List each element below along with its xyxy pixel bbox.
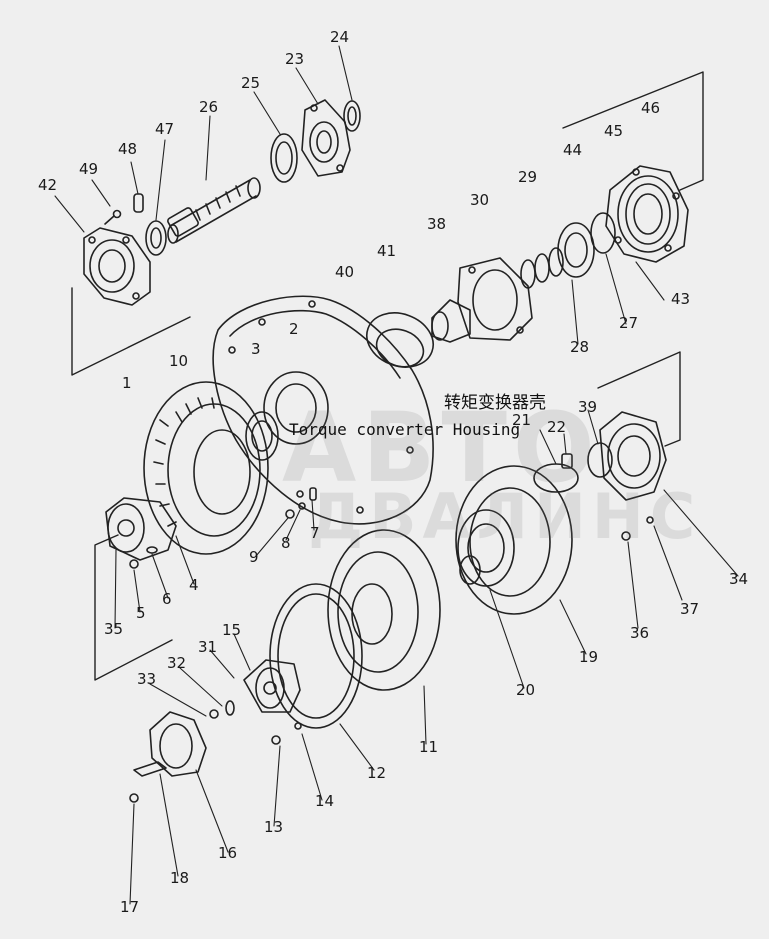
callout-14: 14 <box>315 792 335 810</box>
callout-19: 19 <box>579 648 599 666</box>
callout-4: 4 <box>189 576 199 594</box>
part-23-flange <box>301 99 351 177</box>
part-27-snap-ring <box>590 212 616 254</box>
diagram-title-chinese: 转矩变换器壳 <box>444 393 546 413</box>
part-3-gasket <box>245 411 279 461</box>
callout-35: 35 <box>104 620 124 638</box>
callout-33: 33 <box>137 670 157 688</box>
callout-42: 42 <box>38 176 58 194</box>
callout-28: 28 <box>570 338 590 356</box>
callout-25: 25 <box>241 74 261 92</box>
part-30-ring-stack <box>520 247 564 289</box>
part-20-stator-core <box>457 509 515 587</box>
callout-31: 31 <box>198 638 218 656</box>
callout-2: 2 <box>289 320 299 338</box>
part-46-cover <box>605 165 689 263</box>
part-15-hub <box>243 659 301 713</box>
part-22-pin <box>561 453 573 469</box>
part-34-bracket <box>599 411 667 501</box>
part-1-impeller <box>143 381 269 555</box>
part-48-washer <box>133 193 144 213</box>
part-12-ring-gear <box>269 583 363 729</box>
callout-15: 15 <box>222 621 242 639</box>
callout-24: 24 <box>330 28 350 46</box>
part-39-ring <box>587 442 613 478</box>
callout-22: 22 <box>547 418 567 436</box>
part-41-seal-ring <box>366 312 434 368</box>
diagram-title-english: Torque converter Housing <box>289 420 521 439</box>
callout-41: 41 <box>377 242 397 260</box>
callout-49: 49 <box>79 160 99 178</box>
callout-23: 23 <box>285 50 305 68</box>
callout-43: 43 <box>671 290 691 308</box>
callout-45: 45 <box>604 122 624 140</box>
part-36-37-fasteners <box>621 516 654 541</box>
callout-1: 1 <box>122 374 132 392</box>
callout-48: 48 <box>118 140 138 158</box>
part-42-cover <box>83 227 151 306</box>
callout-12: 12 <box>367 764 387 782</box>
callout-7: 7 <box>310 524 320 542</box>
callout-27: 27 <box>619 314 639 332</box>
part-26-shaft <box>167 177 261 244</box>
callout-17: 17 <box>120 898 140 916</box>
part-24-seal <box>343 100 361 132</box>
watermark-line-2: ДВАЛИНС <box>308 480 702 553</box>
callout-34: 34 <box>729 570 749 588</box>
callout-38: 38 <box>427 215 447 233</box>
callout-6: 6 <box>162 590 172 608</box>
callout-20: 20 <box>516 681 536 699</box>
part-19-stator <box>455 465 573 615</box>
part-32-31-washers <box>209 700 235 719</box>
callout-8: 8 <box>281 534 291 552</box>
callout-leader-lines <box>54 45 739 905</box>
part-18-lock-plate <box>133 761 167 777</box>
callout-13: 13 <box>264 818 284 836</box>
callout-32: 32 <box>167 654 187 672</box>
part-25-ring <box>270 133 298 183</box>
part-47-bearing <box>145 220 167 256</box>
callout-3: 3 <box>251 340 261 358</box>
callout-30: 30 <box>470 191 490 209</box>
callout-40: 40 <box>335 263 355 281</box>
callout-29: 29 <box>518 168 538 186</box>
callout-5: 5 <box>136 604 146 622</box>
callout-9: 9 <box>249 548 259 566</box>
callout-16: 16 <box>218 844 238 862</box>
part-17-bolt <box>129 793 139 803</box>
part-16-end-plate <box>149 711 207 777</box>
callout-39: 39 <box>578 398 598 416</box>
callout-47: 47 <box>155 120 175 138</box>
part-13-14-fasteners <box>271 722 302 745</box>
callout-11: 11 <box>419 738 439 756</box>
part-2-housing <box>212 295 434 525</box>
part-40-shaft-housing <box>431 257 533 343</box>
part-6-washer <box>146 546 158 554</box>
part-49-bolt <box>104 209 122 225</box>
part-9-8-7-fasteners <box>285 487 317 519</box>
callout-36: 36 <box>630 624 650 642</box>
part-28-bearing <box>557 222 595 278</box>
callout-18: 18 <box>170 869 190 887</box>
part-35-pump-hub <box>105 497 177 561</box>
part-11-turbine <box>327 529 441 691</box>
part-5-bolt <box>129 559 139 569</box>
group-bracket-lines <box>71 71 704 681</box>
callout-44: 44 <box>563 141 583 159</box>
callout-21: 21 <box>512 411 532 429</box>
callout-26: 26 <box>199 98 219 116</box>
callout-10: 10 <box>169 352 189 370</box>
watermark-line-1: АВТО <box>282 392 601 504</box>
callout-37: 37 <box>680 600 700 618</box>
callout-46: 46 <box>641 99 661 117</box>
